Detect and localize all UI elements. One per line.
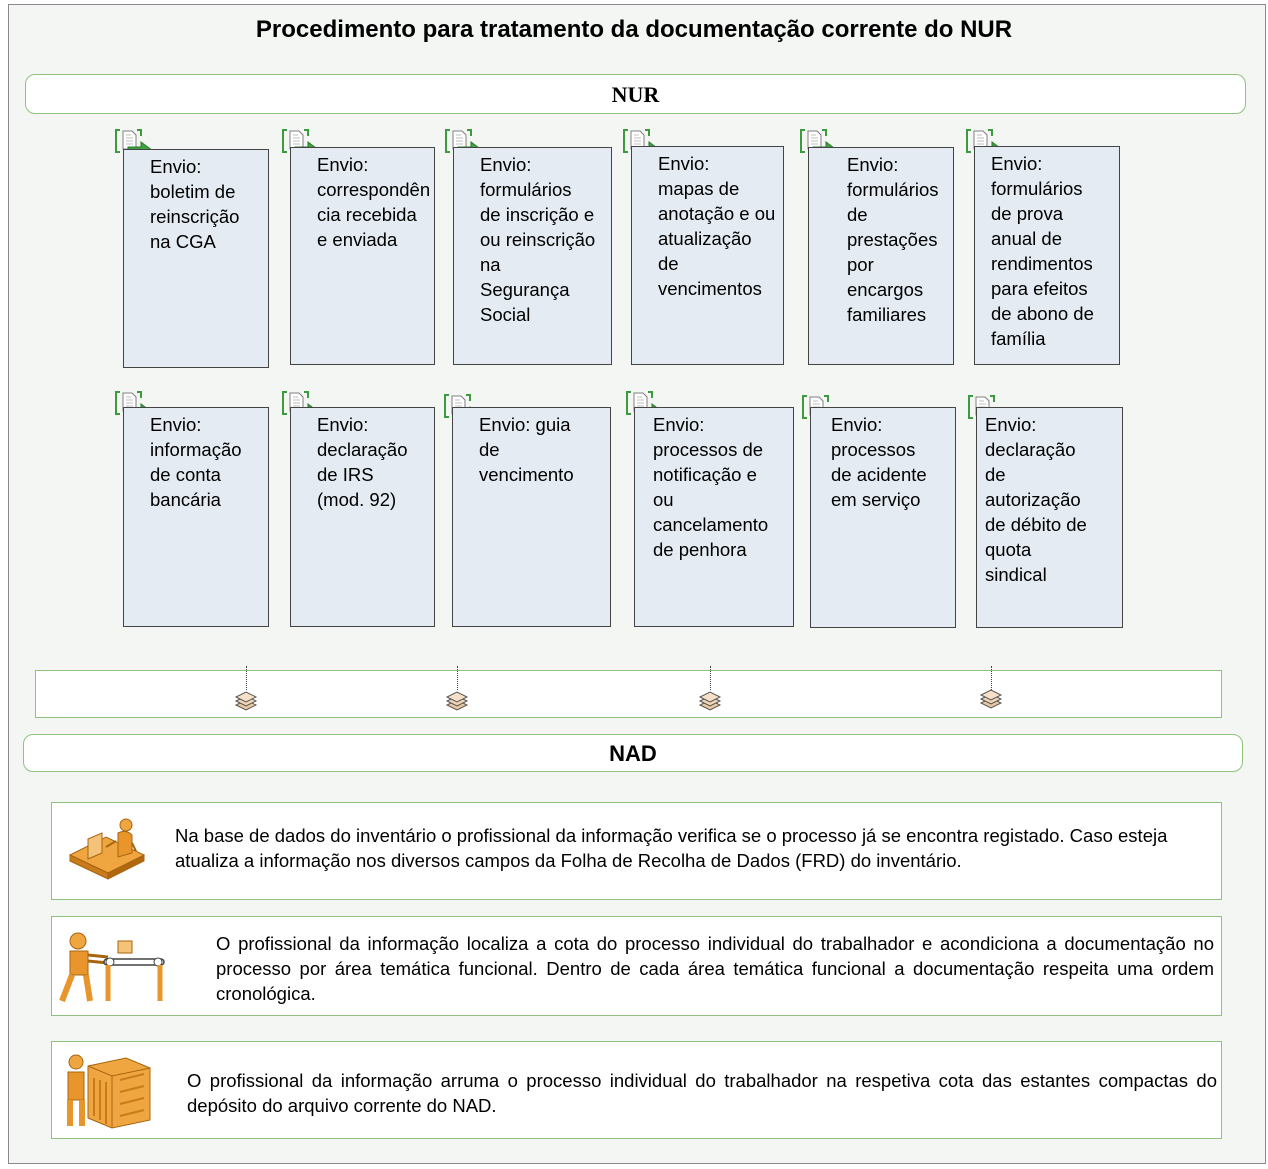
- nur-task-card: Envio: processos de notificação e ou can…: [634, 407, 794, 627]
- nur-task-card: Envio: declaração de IRS (mod. 92): [290, 407, 435, 627]
- nad-step: Na base de dados do inventário o profiss…: [51, 802, 1222, 900]
- document-stack-icon: [445, 690, 469, 712]
- diagram-title: Procedimento para tratamento da document…: [255, 16, 1013, 43]
- handoff-strip: [35, 670, 1222, 718]
- nur-task-card: Envio: informação de conta bancária: [123, 407, 269, 627]
- document-stack-icon: [234, 690, 258, 712]
- flow-connector: [246, 666, 247, 690]
- nur-task-card: Envio: formulários de prestações por enc…: [808, 147, 954, 365]
- nur-task-card: Envio: formulários de prova anual de ren…: [974, 146, 1120, 365]
- nad-step-text: O profissional da informação localiza a …: [216, 933, 1214, 1004]
- conveyor-worker-icon: [59, 932, 165, 1003]
- nad-step-text: Na base de dados do inventário o profiss…: [175, 825, 1168, 871]
- flow-connector: [457, 666, 458, 690]
- nad-step-text: O profissional da informação arruma o pr…: [187, 1070, 1217, 1116]
- data-entry-icon: [68, 818, 146, 880]
- nur-task-card: Envio: guia de vencimento: [452, 407, 611, 627]
- nur-task-card: Envio: mapas de anotação e ou atualizaçã…: [631, 146, 784, 365]
- document-stack-icon: [698, 690, 722, 712]
- nur-task-card: Envio: correspondên cia recebida e envia…: [290, 147, 435, 365]
- nad-step: O profissional da informação localiza a …: [51, 916, 1222, 1016]
- nad-lane-header: NAD: [23, 734, 1243, 772]
- flow-connector: [710, 666, 711, 690]
- archive-shelving-icon: [67, 1054, 151, 1129]
- nur-lane-header: NUR: [25, 74, 1246, 114]
- document-stack-icon: [979, 688, 1003, 710]
- nad-step: O profissional da informação arruma o pr…: [51, 1041, 1222, 1139]
- nur-task-card: Envio: declaração de autorização de débi…: [976, 407, 1123, 628]
- nur-task-card: Envio: boletim de reinscrição na CGA: [123, 149, 269, 368]
- flow-connector: [991, 666, 992, 690]
- nur-task-card: Envio: formulários de inscrição e ou rei…: [453, 147, 612, 365]
- nur-task-card: Envio: processos de acidente em serviço: [810, 407, 956, 628]
